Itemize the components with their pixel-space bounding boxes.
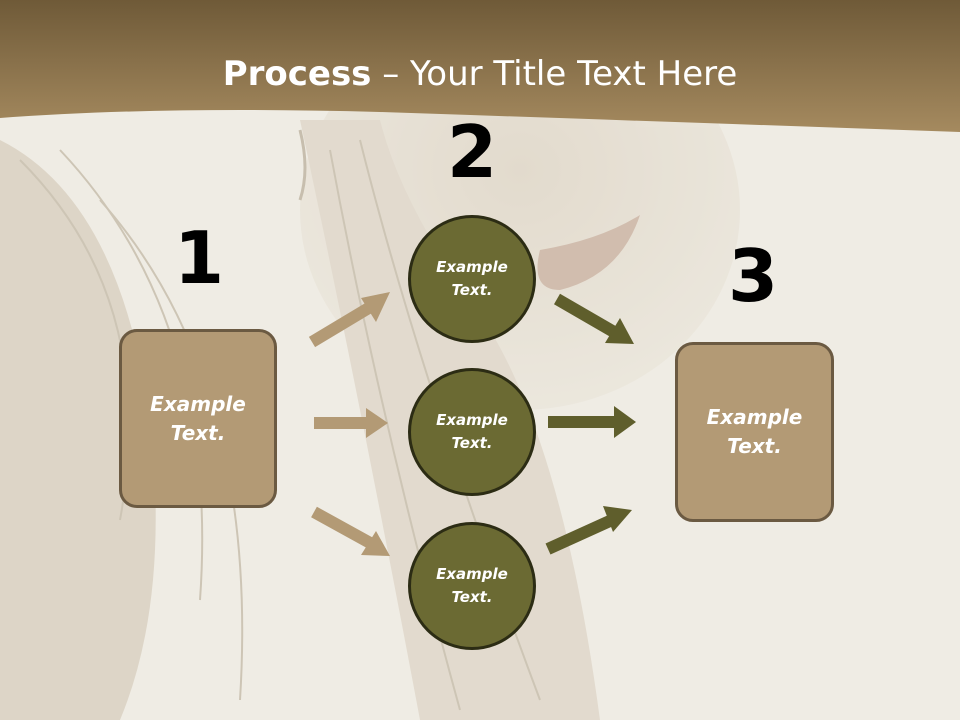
arrow-2-to-3-bottom — [545, 506, 632, 555]
step-2-circle-top: Example Text. — [408, 215, 536, 343]
arrow-2-to-3-middle — [548, 406, 636, 438]
step-number-1: 1 — [173, 216, 225, 300]
step-3-box: Example Text. — [675, 342, 834, 522]
step-2-circle-middle: Example Text. — [408, 368, 536, 496]
step-1-box: Example Text. — [119, 329, 277, 508]
arrow-1-to-2-bottom — [311, 506, 390, 556]
step-2-circle-bottom: Example Text. — [408, 522, 536, 650]
arrow-1-to-2-middle — [314, 408, 388, 438]
arrow-2-to-3-top — [553, 293, 634, 344]
arrow-1-to-2-top — [308, 292, 390, 348]
slide-title: Process – Your Title Text Here — [0, 50, 960, 98]
step-2-label-top: Example Text. — [436, 258, 508, 299]
step-3-label: Example Text. — [706, 405, 803, 458]
step-2-label-bottom: Example Text. — [436, 565, 508, 606]
step-1-label: Example Text. — [150, 391, 246, 445]
step-2-label-middle: Example Text. — [436, 411, 508, 452]
step-number-3: 3 — [727, 234, 779, 318]
title-rest: – Your Title Text Here — [371, 54, 738, 94]
title-bold: Process — [222, 54, 372, 94]
step-number-2: 2 — [446, 110, 498, 194]
header-band — [0, 0, 960, 132]
arrows — [308, 292, 636, 556]
